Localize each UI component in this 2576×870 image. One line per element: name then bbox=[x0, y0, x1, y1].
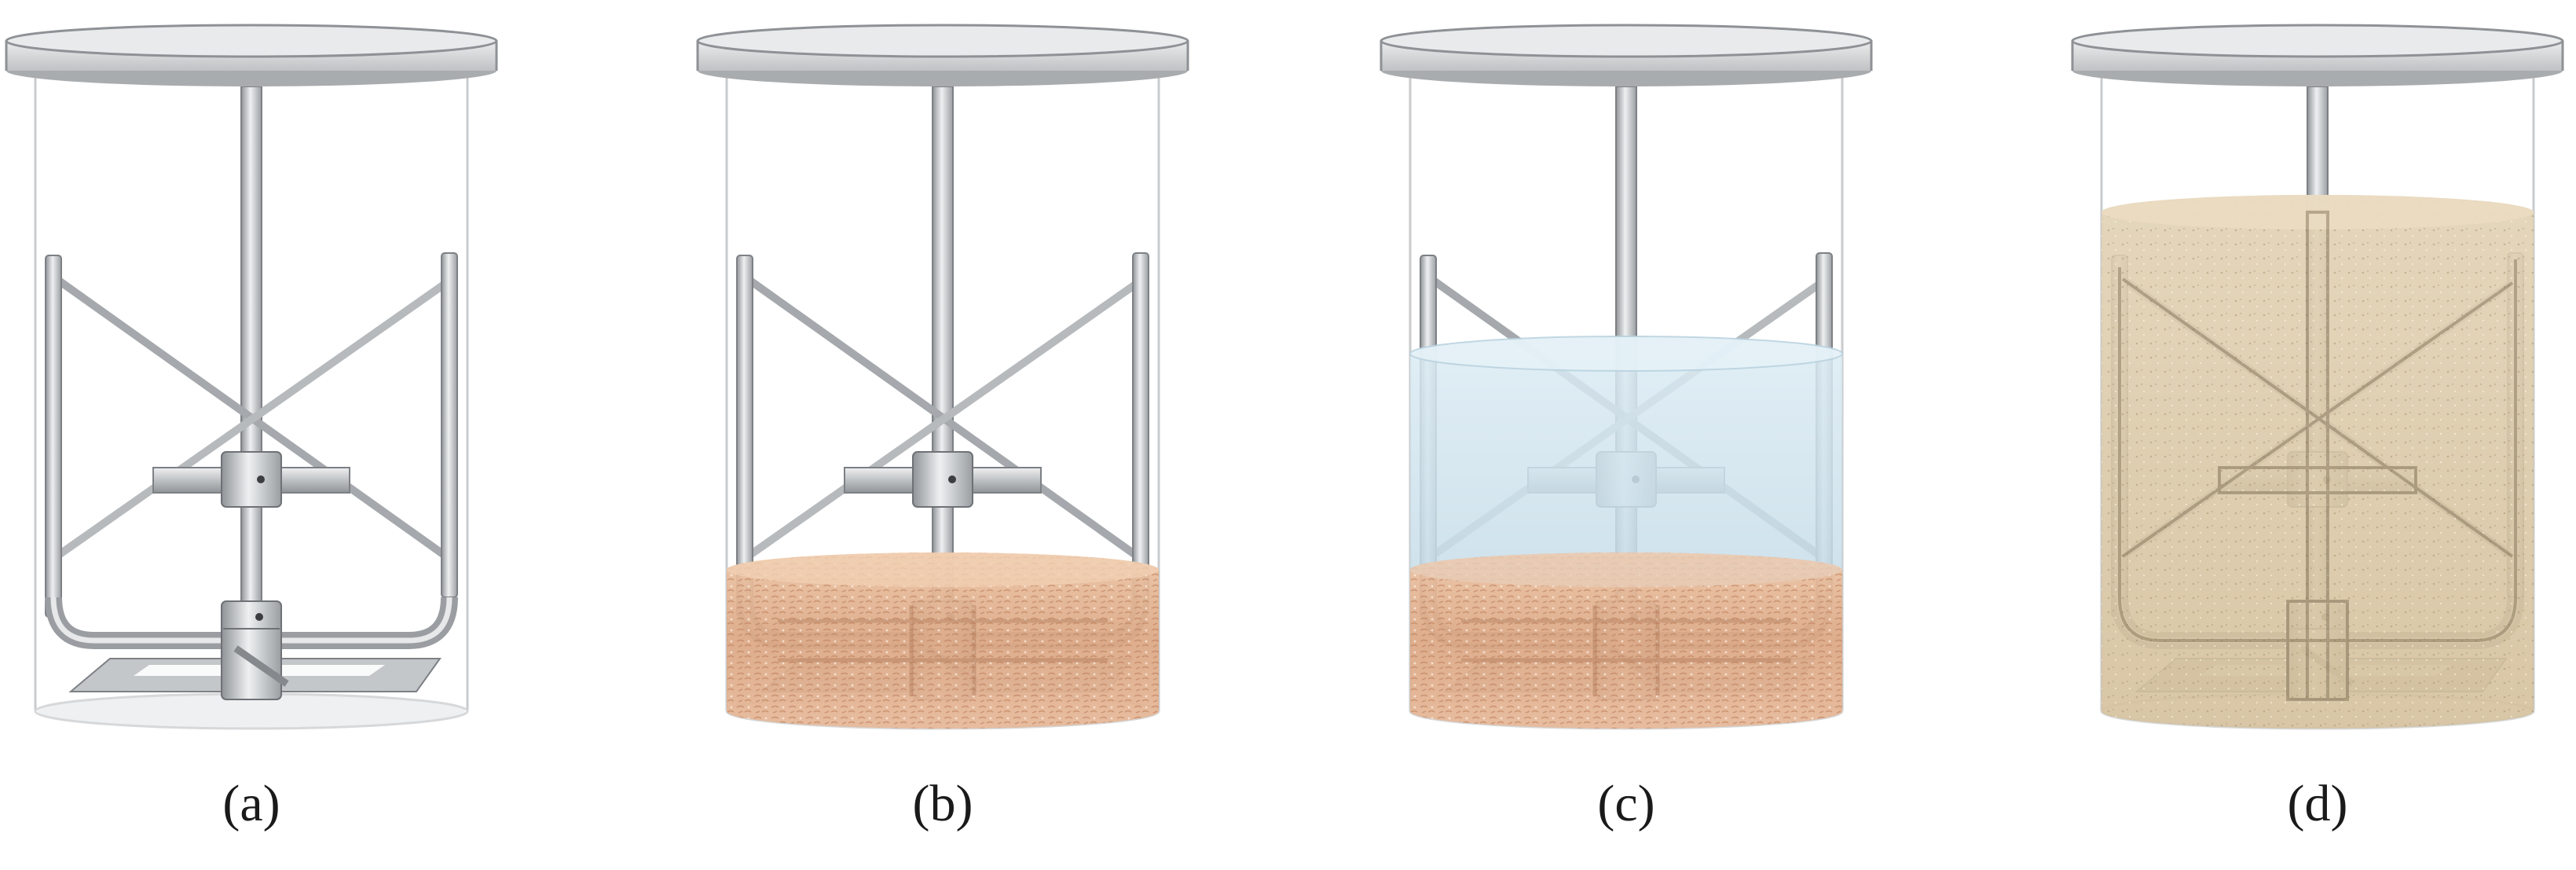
mixture-layer bbox=[2101, 195, 2534, 729]
solid-layer bbox=[1410, 552, 1842, 729]
panel-a-vessel bbox=[5, 24, 498, 730]
panel-b-label: (b) bbox=[912, 775, 973, 832]
panel-d-vessel bbox=[2071, 24, 2564, 730]
solid-layer bbox=[727, 552, 1159, 729]
panel-c-vessel bbox=[1380, 24, 1873, 730]
liquid-layer bbox=[1409, 336, 1843, 587]
panel-b-vessel bbox=[696, 24, 1189, 730]
panel-c-label: (c) bbox=[1597, 775, 1655, 832]
panel-d-label: (d) bbox=[2287, 775, 2348, 832]
panel-a-label: (a) bbox=[222, 775, 280, 832]
